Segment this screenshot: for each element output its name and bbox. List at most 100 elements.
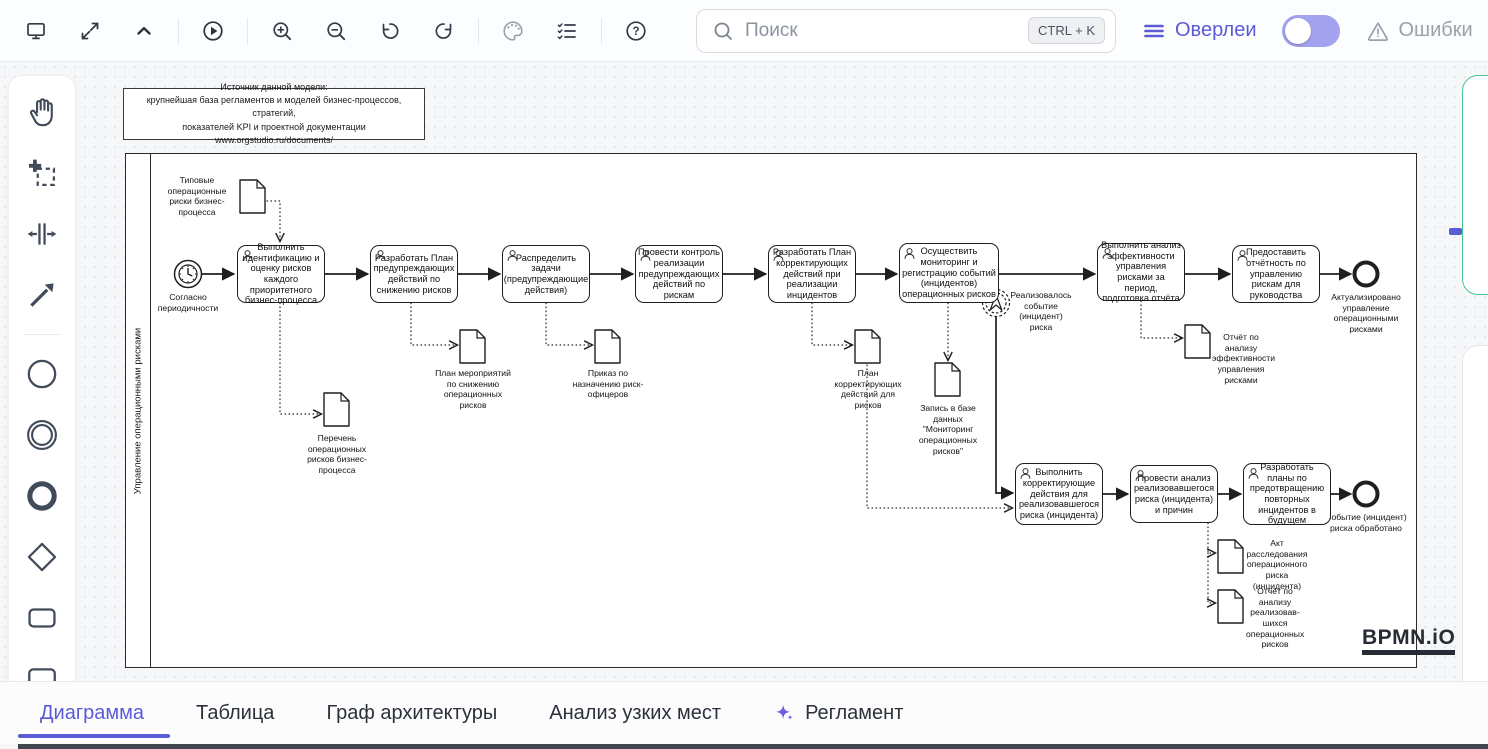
note-line: показателей KPI и проектной документации… bbox=[182, 121, 366, 145]
user-task[interactable]: Разработать План корректирующих действий… bbox=[768, 245, 856, 303]
data-object-label[interactable]: Перечень операционных рисков бизнес-проц… bbox=[307, 433, 367, 475]
right-edge-panel bbox=[1462, 345, 1488, 745]
user-task-icon bbox=[1102, 248, 1113, 259]
create-task[interactable] bbox=[20, 596, 64, 640]
collapse-chevron-icon[interactable] bbox=[124, 11, 164, 51]
sparkle-icon bbox=[776, 704, 793, 720]
diagram-canvas[interactable]: Источник данной модели: крупнейшая база … bbox=[0, 62, 1488, 745]
data-object-label[interactable]: План корректирующих действий для рисков bbox=[834, 368, 902, 410]
toolbar-divider bbox=[247, 17, 248, 44]
user-task-icon bbox=[773, 250, 784, 261]
warning-icon bbox=[1368, 21, 1389, 41]
user-task-icon bbox=[242, 250, 253, 261]
global-connect-tool[interactable] bbox=[20, 273, 64, 317]
create-end-event[interactable] bbox=[20, 474, 64, 518]
tab-table[interactable]: Таблица bbox=[196, 682, 274, 744]
user-task-icon bbox=[1248, 468, 1259, 479]
tab-regulation[interactable]: Регламент bbox=[773, 682, 903, 744]
task-label: Осуществить мониторинг и регистрацию соб… bbox=[902, 246, 996, 299]
data-object-label[interactable]: Отчёт по анализу эффективности управлени… bbox=[1212, 332, 1276, 385]
user-task[interactable]: Осуществить мониторинг и регистрацию соб… bbox=[899, 243, 999, 303]
create-gateway[interactable] bbox=[20, 535, 64, 579]
user-task[interactable]: Провести контроль реализации предупрежда… bbox=[635, 245, 723, 303]
tab-bottleneck-analysis[interactable]: Анализ узких мест bbox=[549, 682, 721, 744]
search-shortcut-badge: CTRL + K bbox=[1028, 17, 1105, 44]
overlays-label: Оверлеи bbox=[1175, 19, 1257, 41]
zoom-in-icon[interactable] bbox=[262, 11, 302, 51]
redo-icon[interactable] bbox=[424, 11, 464, 51]
note-line: крупнейшая база регламентов и моделей би… bbox=[146, 95, 402, 119]
search-box[interactable]: CTRL + K bbox=[696, 8, 1116, 53]
user-task-icon bbox=[1237, 250, 1248, 261]
data-object-label[interactable]: Отчёт по анализу реализовав-шихся операц… bbox=[1246, 586, 1305, 650]
user-task[interactable]: Предоставить отчётность по управлению ри… bbox=[1232, 245, 1320, 303]
pool-label: Управление операционными рисками bbox=[132, 327, 144, 494]
play-icon[interactable] bbox=[193, 11, 233, 51]
user-task-icon bbox=[904, 248, 915, 259]
checklist-icon[interactable] bbox=[547, 11, 587, 51]
user-task[interactable]: Разработать План предупреждающих действи… bbox=[370, 245, 458, 303]
data-object-label[interactable]: Типовые операционные риски бизнес-процес… bbox=[167, 175, 227, 217]
view-tabs: Диаграмма Таблица Граф архитектуры Анализ у… bbox=[0, 681, 1488, 744]
help-icon[interactable]: ? bbox=[616, 11, 656, 51]
overlays-toggle[interactable] bbox=[1282, 14, 1341, 47]
errors-indicator[interactable]: Ошибки bbox=[1366, 19, 1473, 43]
event-label[interactable]: Актуализировано управление операционными… bbox=[1331, 292, 1401, 334]
bottom-strip bbox=[18, 744, 1488, 749]
tab-label: Анализ узких мест bbox=[549, 701, 722, 724]
user-task[interactable]: Провести анализ реализовавшегося риска (… bbox=[1130, 465, 1218, 523]
fullscreen-icon[interactable] bbox=[70, 11, 110, 51]
data-object-label[interactable]: Приказ по назначению риск-офицеров bbox=[572, 368, 644, 400]
user-task-icon bbox=[1020, 468, 1031, 479]
user-task[interactable]: Распределить задачи (предупреждающие дей… bbox=[502, 245, 590, 303]
user-task[interactable]: Разработать планы по предотвращению повт… bbox=[1243, 461, 1331, 526]
hand-tool[interactable] bbox=[20, 90, 64, 134]
tab-architecture-graph[interactable]: Граф архитектуры bbox=[326, 682, 497, 744]
errors-label: Ошибки bbox=[1398, 19, 1473, 41]
task-label: Провести анализ реализовавшегося риска (… bbox=[1133, 472, 1215, 515]
lasso-tool[interactable] bbox=[20, 151, 64, 195]
right-edge-panel-green bbox=[1462, 75, 1488, 295]
search-input[interactable] bbox=[745, 19, 1029, 42]
tab-label: Регламент bbox=[805, 701, 904, 724]
bpmn-palette bbox=[8, 75, 76, 716]
zoom-out-icon[interactable] bbox=[316, 11, 356, 51]
data-object-label[interactable]: План мероприятий по снижению операционны… bbox=[435, 368, 511, 410]
user-task[interactable]: Выполнить анализ эффективности управлени… bbox=[1097, 240, 1185, 303]
bpmn-pool[interactable]: Управление операционными рисками bbox=[125, 153, 1417, 668]
pool-label-band[interactable]: Управление операционными рисками bbox=[126, 154, 151, 667]
toggle-knob bbox=[1285, 17, 1312, 44]
model-source-note[interactable]: Источник данной модели: крупнейшая база … bbox=[123, 82, 425, 145]
user-task[interactable]: Выполнить идентификацию и оценку рисков … bbox=[237, 241, 325, 306]
event-label[interactable]: Согласно периодичности bbox=[157, 292, 219, 313]
task-label: Распределить задачи (предупреждающие дей… bbox=[503, 252, 589, 295]
toolbar-divider bbox=[601, 17, 602, 44]
data-object-label[interactable]: Акт расследования операционного риска (и… bbox=[1246, 538, 1308, 591]
tab-diagram[interactable]: Диаграмма bbox=[17, 682, 171, 744]
palette-icon[interactable] bbox=[493, 11, 533, 51]
event-label[interactable]: Реализовалось событие (инцидент) риска bbox=[1010, 290, 1072, 332]
task-label: Разработать планы по предотвращению повт… bbox=[1249, 461, 1325, 526]
toolbar-divider bbox=[178, 17, 179, 44]
monitor-icon[interactable] bbox=[16, 11, 56, 51]
tab-label: Диаграмма bbox=[40, 701, 145, 724]
event-label[interactable]: Событие (инцидент) риска обработано bbox=[1325, 512, 1407, 533]
task-label: Провести контроль реализации предупрежда… bbox=[638, 247, 720, 300]
space-tool[interactable] bbox=[20, 212, 64, 256]
bpmn-io-logo: BPMN.iO bbox=[1362, 626, 1456, 656]
search-icon bbox=[714, 22, 732, 40]
top-toolbar: ? CTRL + K Оверлеи Ошибки bbox=[0, 0, 1488, 62]
task-label: Выполнить идентификацию и оценку рисков … bbox=[242, 241, 320, 306]
user-task-icon bbox=[507, 250, 518, 261]
overlays-button[interactable]: Оверлеи bbox=[1142, 19, 1256, 43]
create-intermediate-event[interactable] bbox=[20, 413, 64, 457]
undo-icon[interactable] bbox=[370, 11, 410, 51]
create-start-event[interactable] bbox=[20, 352, 64, 396]
task-label: Выполнить корректирующие действия для ре… bbox=[1018, 467, 1100, 520]
user-task-icon bbox=[1135, 470, 1146, 481]
palette-divider bbox=[23, 334, 61, 335]
data-object-label[interactable]: Запись в базе данных "Мониторинг операци… bbox=[918, 403, 978, 456]
user-task[interactable]: Выполнить корректирующие действия для ре… bbox=[1015, 463, 1103, 525]
tab-label: Таблица bbox=[196, 701, 275, 724]
svg-text:?: ? bbox=[632, 26, 639, 38]
